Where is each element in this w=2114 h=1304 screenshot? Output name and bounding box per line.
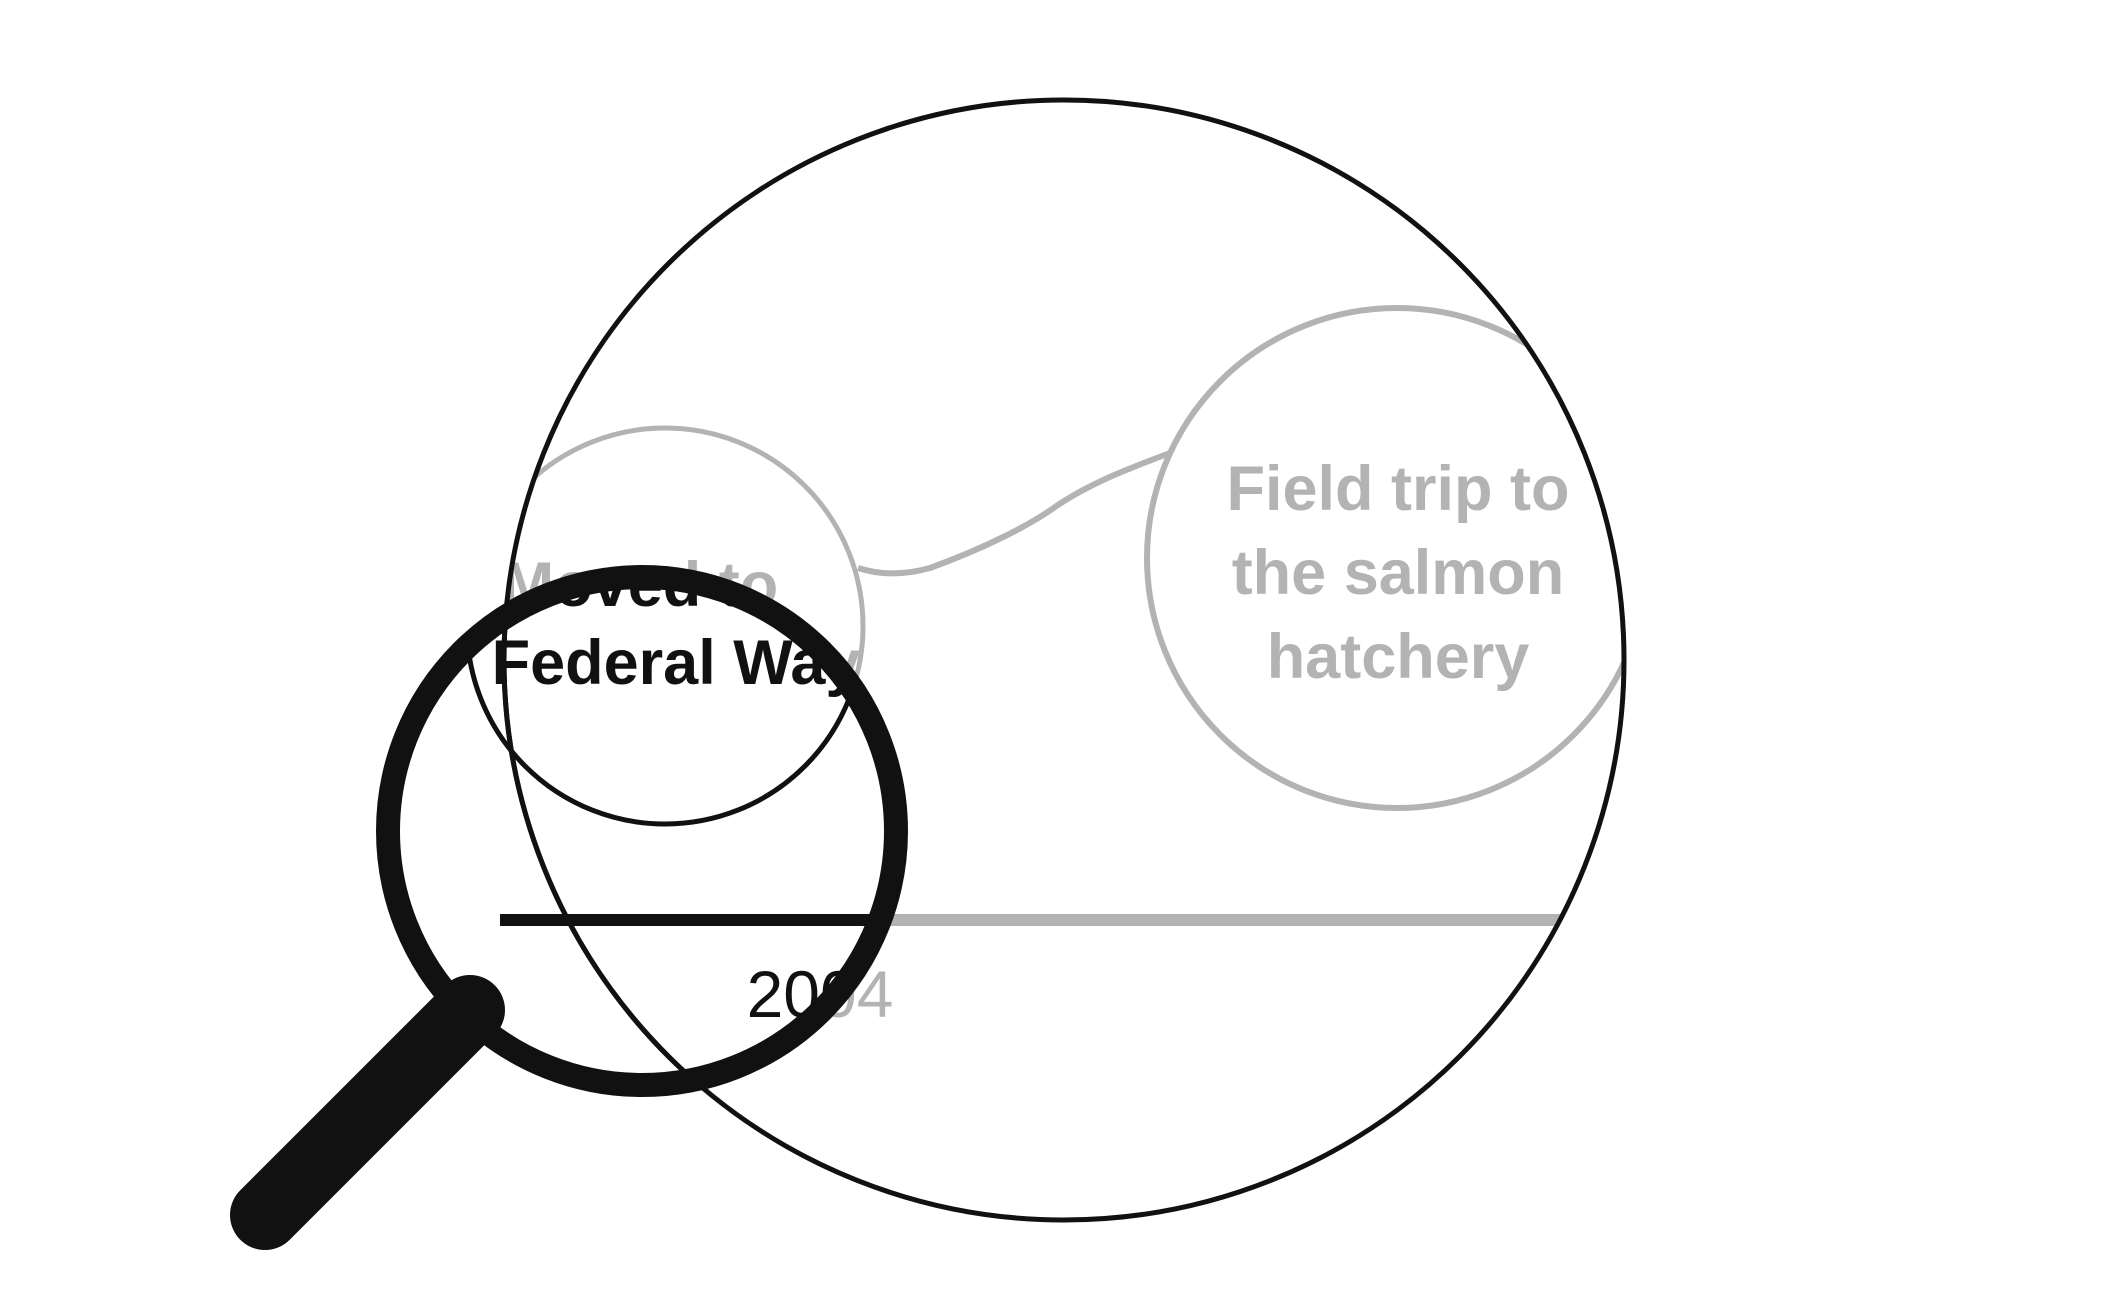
event-field-trip-line-2: the salmon [1232,538,1565,608]
magnifier-rim [376,565,908,1097]
event-bubble-field-trip [1144,305,1624,811]
magnifying-glass-icon [230,565,908,1250]
event-field-trip-line-1: Field trip to [1227,454,1570,524]
large-lens-outline [501,97,1627,1223]
event-field-trip-line-3: hatchery [1267,622,1530,692]
magnifier-handle [230,975,505,1250]
event-connector-line [857,450,1172,577]
